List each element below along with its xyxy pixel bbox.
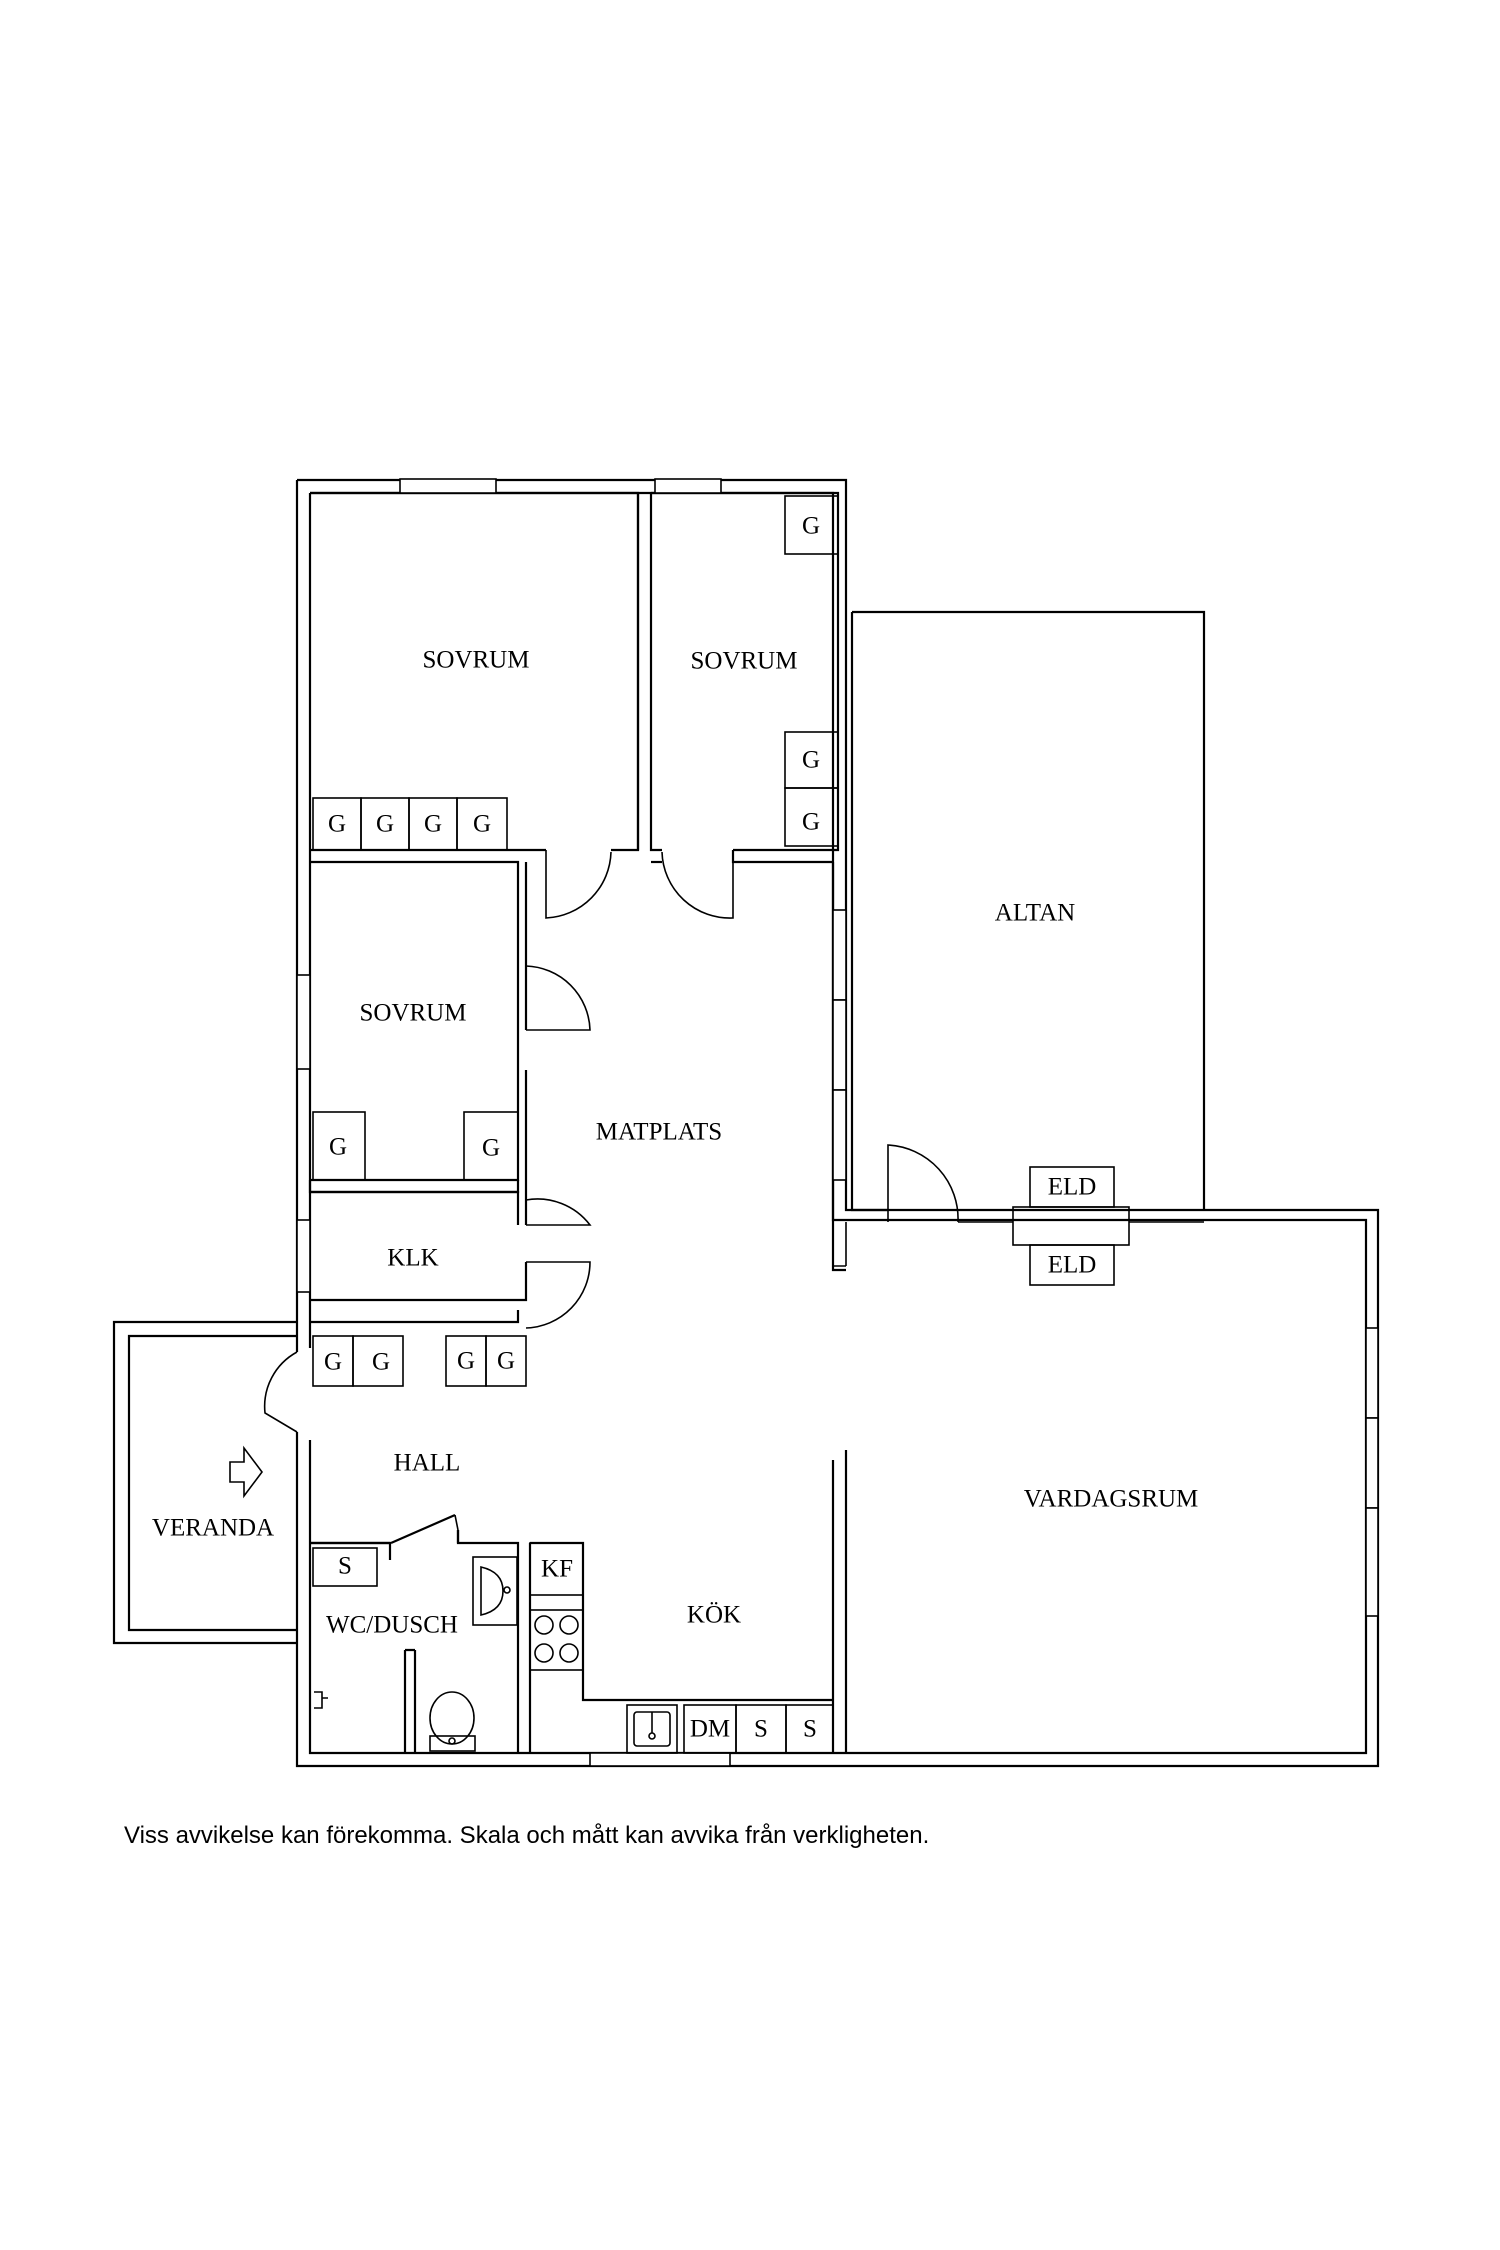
- room-label-sovrum: SOVRUM: [691, 648, 798, 675]
- wardrobe-label: G: [457, 1348, 475, 1375]
- room-label-klk: KLK: [387, 1245, 438, 1272]
- room-label-sovrum: SOVRUM: [360, 1000, 467, 1027]
- door: [525, 1198, 592, 1226]
- window: [296, 1219, 311, 1293]
- window: [399, 478, 497, 494]
- window: [832, 909, 847, 1001]
- window: [1365, 1507, 1379, 1617]
- door: [545, 850, 612, 919]
- door: [525, 1261, 591, 1329]
- window: [832, 1089, 847, 1181]
- shower-icon: [314, 1691, 328, 1709]
- kitchen-fixtures: [529, 1542, 834, 1754]
- wardrobe-label: G: [424, 811, 442, 838]
- dishwasher-label: DM: [690, 1716, 730, 1743]
- fridge-freezer-label: KF: [541, 1556, 573, 1583]
- entrance-arrow-icon: [229, 1445, 263, 1499]
- wardrobe-label: G: [376, 811, 394, 838]
- wardrobe-label: G: [802, 513, 820, 540]
- sink: [626, 1704, 678, 1754]
- door: [454, 1514, 459, 1531]
- storage-label: S: [754, 1716, 768, 1743]
- wardrobe-label: G: [329, 1134, 347, 1161]
- disclaimer-text: Viss avvikelse kan förekomma. Skala och …: [124, 1822, 930, 1849]
- wardrobe-label: G: [324, 1349, 342, 1376]
- washbasin: [472, 1556, 518, 1626]
- fireplace-label: ELD: [1048, 1252, 1097, 1279]
- bath-fixtures: [312, 1547, 518, 1752]
- window: [1365, 1417, 1379, 1509]
- room-label-veranda: VERANDA: [152, 1515, 274, 1542]
- room-label-altan: ALTAN: [995, 900, 1075, 927]
- wardrobe-label: G: [328, 811, 346, 838]
- room-label-kok: KÖK: [687, 1602, 741, 1629]
- stove: [529, 1609, 584, 1671]
- wardrobe-label: G: [473, 811, 491, 838]
- window: [296, 974, 311, 1070]
- stove-burner-icon: [534, 1643, 554, 1663]
- wardrobe-label: G: [497, 1348, 515, 1375]
- storage-label: S: [803, 1716, 817, 1743]
- stove-burner-icon: [534, 1615, 554, 1635]
- door: [887, 1144, 959, 1223]
- room-label-hall: HALL: [394, 1450, 461, 1477]
- door: [263, 1351, 298, 1433]
- room-label-wc-dusch: WC/DUSCH: [326, 1612, 458, 1639]
- toilet: [429, 1735, 476, 1752]
- window: [832, 999, 847, 1091]
- door: [525, 965, 591, 1031]
- window: [1365, 1327, 1379, 1419]
- door: [661, 851, 734, 919]
- window: [654, 478, 722, 494]
- windows: [296, 478, 1379, 1767]
- wardrobe-label: G: [802, 809, 820, 836]
- room-labels: SOVRUM SOVRUM SOVRUM ALTAN MATPLATS KLK …: [152, 647, 1198, 1639]
- stove-burner-icon: [559, 1615, 579, 1635]
- wardrobe-label: G: [802, 747, 820, 774]
- interior-walls: [308, 491, 848, 1753]
- fixture-labels: G G G G G G G G G G G G G ELD ELD KF DM …: [324, 513, 1096, 1743]
- wardrobe-label: G: [482, 1135, 500, 1162]
- storage-label: S: [338, 1553, 352, 1580]
- stove-burner-icon: [559, 1643, 579, 1663]
- room-label-sovrum: SOVRUM: [423, 647, 530, 674]
- wardrobes: [312, 495, 839, 1387]
- room-label-matplats: MATPLATS: [596, 1119, 722, 1146]
- veranda-outline: [112, 1320, 297, 1645]
- fireplace-label: ELD: [1048, 1174, 1097, 1201]
- fireplace: [958, 1166, 1204, 1286]
- window: [589, 1752, 731, 1767]
- wardrobe-label: G: [372, 1349, 390, 1376]
- doors: [263, 850, 959, 1531]
- room-label-vardagsrum: VARDAGSRUM: [1024, 1486, 1199, 1513]
